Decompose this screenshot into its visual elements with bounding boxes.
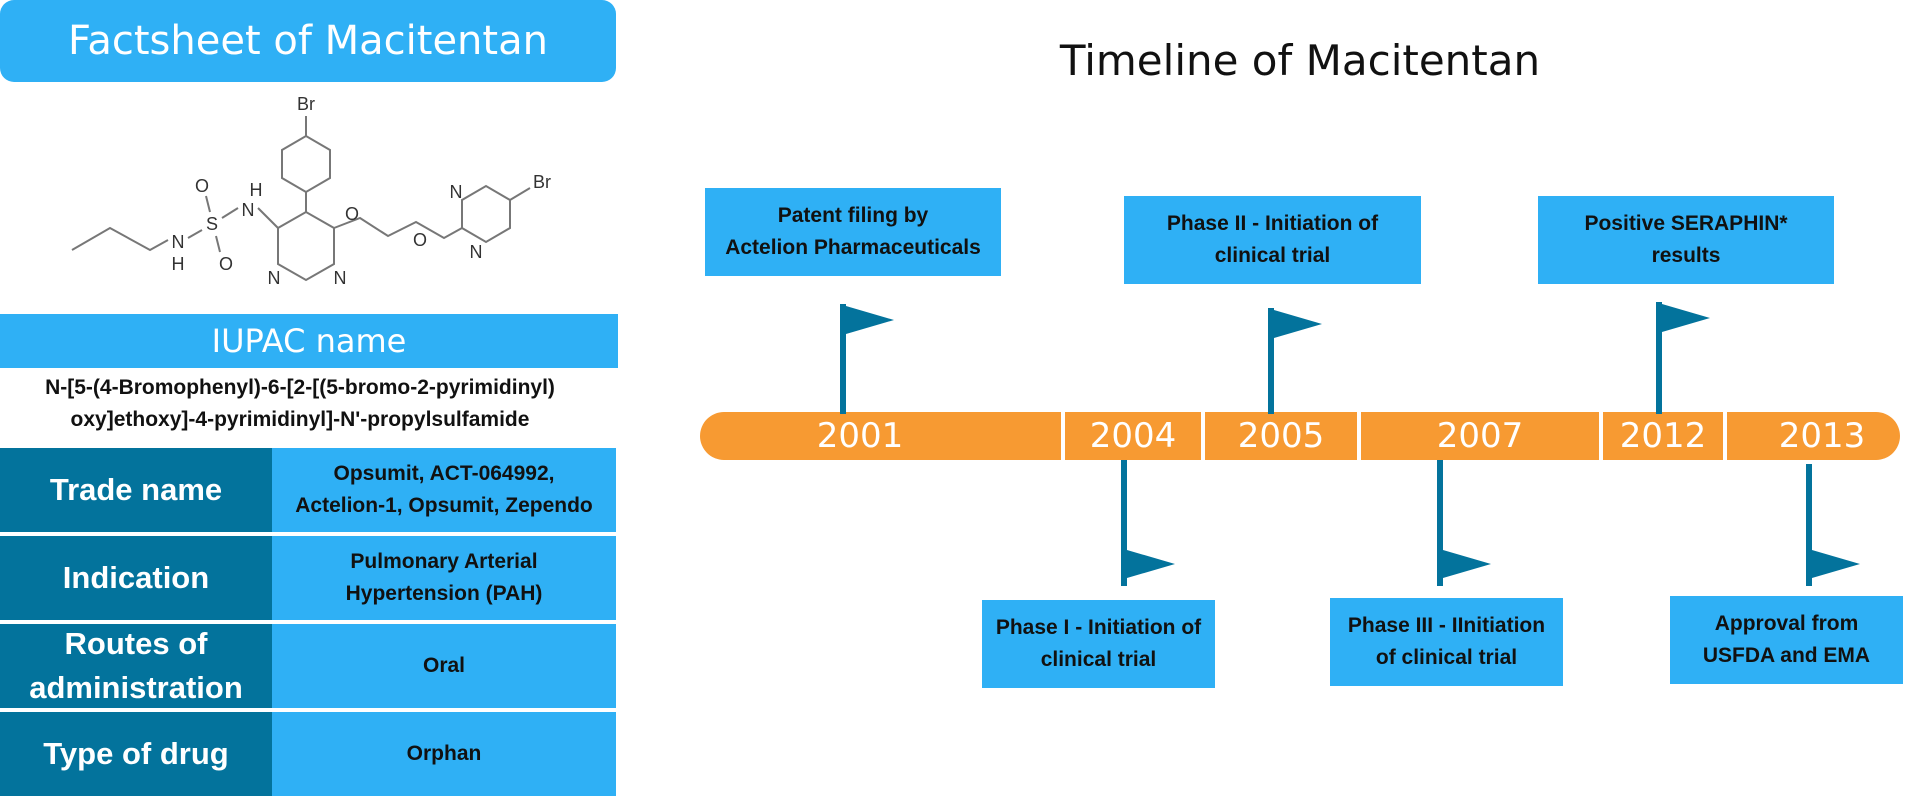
flag-icon bbox=[1127, 550, 1175, 578]
pyr-n-atom-2: N bbox=[470, 242, 483, 262]
flag-icon bbox=[1662, 304, 1710, 332]
iupac-value: N-[5-(4-Bromophenyl)-6-[2-[(5-bromo-2-py… bbox=[45, 376, 555, 431]
event-box: Phase II - Initiation of clinical trial bbox=[1124, 196, 1421, 284]
row-label: Trade name bbox=[0, 448, 272, 532]
timeline-separator bbox=[1723, 410, 1727, 462]
flag-pole bbox=[1806, 464, 1812, 586]
ring-n-atom-1: N bbox=[268, 268, 281, 288]
timeline-title: Timeline of Macitentan bbox=[1059, 36, 1541, 85]
flag-pole bbox=[840, 304, 846, 414]
o-atom-lower: O bbox=[219, 254, 233, 274]
flag-pole bbox=[1437, 460, 1443, 586]
year-label: 2001 bbox=[816, 416, 904, 456]
br-atom-top: Br bbox=[297, 94, 315, 114]
row-label: Type of drug bbox=[0, 712, 272, 796]
year-label: 2007 bbox=[1436, 416, 1524, 456]
row-label: Indication bbox=[0, 536, 272, 620]
year-label: 2004 bbox=[1089, 416, 1177, 456]
event-box: Approval from USFDA and EMA bbox=[1670, 596, 1903, 684]
timeline-separator bbox=[1357, 410, 1361, 462]
event-box: Positive SERAPHIN* results bbox=[1538, 196, 1834, 284]
event-box: Phase I - Initiation of clinical trial bbox=[982, 600, 1215, 688]
n-atom-left: N bbox=[172, 232, 185, 252]
h-atom-top: H bbox=[250, 180, 263, 200]
row-indication: Indication Pulmonary Arterial Hypertensi… bbox=[0, 536, 616, 620]
flag-icon bbox=[1443, 550, 1491, 578]
factsheet-title: Factsheet of Macitentan bbox=[0, 0, 616, 82]
flag-icon bbox=[1812, 550, 1860, 578]
pyr-n-atom-1: N bbox=[450, 182, 463, 202]
year-label: 2005 bbox=[1237, 416, 1325, 456]
row-type: Type of drug Orphan bbox=[0, 712, 616, 796]
s-atom: S bbox=[206, 214, 218, 234]
timeline-separator bbox=[1061, 410, 1065, 462]
year-label: 2013 bbox=[1778, 416, 1866, 456]
flag-icon bbox=[1274, 310, 1322, 338]
flag-pole bbox=[1656, 302, 1662, 414]
event-box: Phase III - IInitiation of clinical tria… bbox=[1330, 598, 1563, 686]
row-routes: Routes of administration Oral bbox=[0, 624, 616, 708]
row-value: Pulmonary Arterial Hypertension (PAH) bbox=[272, 536, 616, 620]
event-box: Patent filing by Actelion Pharmaceutical… bbox=[705, 188, 1001, 276]
timeline-bar bbox=[700, 412, 1900, 460]
o-atom-ether-2: O bbox=[413, 230, 427, 250]
row-value: Orphan bbox=[272, 712, 616, 796]
year-label: 2012 bbox=[1619, 416, 1707, 456]
row-trade-name: Trade name Opsumit, ACT-064992, Actelion… bbox=[0, 448, 616, 532]
n-atom-top: N bbox=[242, 200, 255, 220]
timeline-separator bbox=[1599, 410, 1603, 462]
row-value: Opsumit, ACT-064992, Actelion-1, Opsumit… bbox=[272, 448, 616, 532]
iupac-header: IUPAC name bbox=[0, 314, 618, 368]
o-atom-upper: O bbox=[195, 176, 209, 196]
flag-pole bbox=[1121, 460, 1127, 586]
timeline-separator bbox=[1201, 410, 1205, 462]
h-atom-left: H bbox=[172, 254, 185, 274]
chemical-structure: Br Br H N S O O N H N N O O N N bbox=[71, 94, 551, 288]
flag-icon bbox=[846, 306, 894, 334]
ring-n-atom-2: N bbox=[334, 268, 347, 288]
o-atom-ether-1: O bbox=[345, 204, 359, 224]
row-label: Routes of administration bbox=[0, 624, 272, 708]
row-value: Oral bbox=[272, 624, 616, 708]
flag-pole bbox=[1268, 308, 1274, 414]
br-atom-right: Br bbox=[533, 172, 551, 192]
